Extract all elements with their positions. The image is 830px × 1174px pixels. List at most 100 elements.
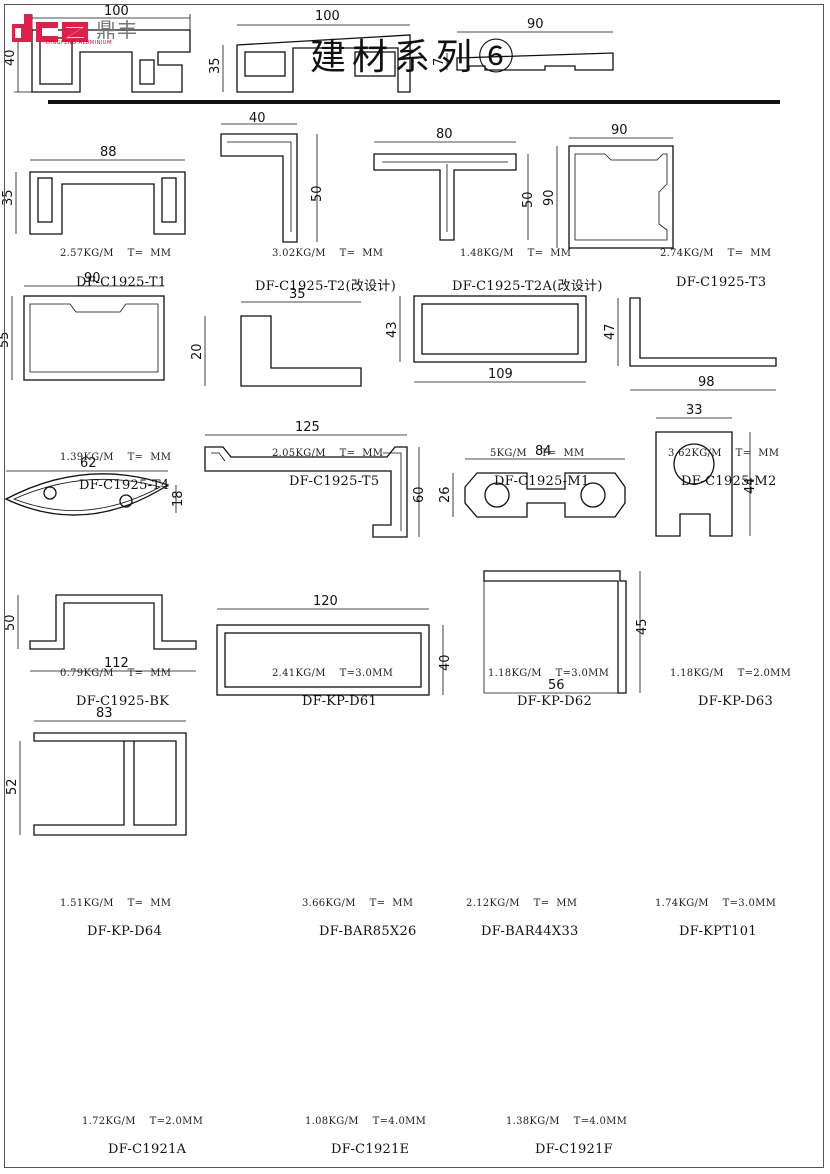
profile-code: DF-KP-D63 xyxy=(698,694,774,709)
dim-m1-height: 90 xyxy=(542,189,557,206)
profile-code: DF-KP-D62 xyxy=(517,694,593,709)
profile-spec: 0.79KG/M T= MM xyxy=(60,668,171,679)
profile-code: DF-C1925-M2 xyxy=(681,474,777,489)
dim-m2-width: 90 xyxy=(84,271,101,286)
profile-spec: 1.51KG/M T= MM xyxy=(60,898,171,909)
profile-thickness: T=3.0MM xyxy=(555,668,610,679)
profile-spec: 2.12KG/M T= MM xyxy=(466,898,577,909)
dim-kpt101-height: 50 xyxy=(3,614,18,631)
profile-thickness: T=2.0MM xyxy=(737,668,792,679)
profile-code: DF-KPT101 xyxy=(679,924,757,939)
profile-spec: 2.05KG/M T= MM xyxy=(272,448,383,459)
profile-spec: 5KG/M T= MM xyxy=(490,448,585,459)
profile-weight: 2.74KG/M xyxy=(660,248,714,259)
profile-code: DF-C1925-T2(改设计) xyxy=(255,279,397,294)
profile-spec: 3.62KG/M T= MM xyxy=(668,448,779,459)
profile-spec: 3.66KG/M T= MM xyxy=(302,898,413,909)
dim-t3-width: 88 xyxy=(100,145,117,160)
dim-d61-height: 43 xyxy=(385,321,400,338)
profile-thickness: T= MM xyxy=(339,448,384,459)
profile-weight: 3.02KG/M xyxy=(272,248,326,259)
dim-t2-width: 100 xyxy=(315,9,340,24)
dim-d63-height: 18 xyxy=(171,490,186,507)
profile-thickness: T= MM xyxy=(127,668,172,679)
profile-code: DF-C1925-T4 xyxy=(79,478,170,493)
profile-code: DF-C1921A xyxy=(108,1142,187,1157)
dim-bk-width: 35 xyxy=(289,287,306,302)
profile-weight: 3.66KG/M xyxy=(302,898,356,909)
profile-spec: 1.74KG/M T=3.0MM xyxy=(655,898,776,909)
dim-bk-height: 20 xyxy=(190,343,205,360)
profile-weight: 5KG/M xyxy=(490,448,527,459)
dim-t2-height: 35 xyxy=(208,57,223,74)
profile-drawing-t4: 40 50 xyxy=(220,111,325,243)
profile-drawing-d64: 125 60 xyxy=(204,420,427,538)
profile-thickness: T= MM xyxy=(127,248,172,259)
profile-thickness: T= MM xyxy=(735,448,780,459)
profile-weight: 1.74KG/M xyxy=(655,898,709,909)
profile-spec: 1.08KG/M T=4.0MM xyxy=(305,1116,426,1127)
profile-weight: 2.12KG/M xyxy=(466,898,520,909)
dim-bar44-width: 33 xyxy=(686,403,703,418)
page-title: 建材系列⑥ xyxy=(309,37,520,78)
profile-weight: 2.41KG/M xyxy=(272,668,326,679)
profile-thickness: T= MM xyxy=(369,898,414,909)
profile-spec: 2.57KG/M T= MM xyxy=(60,248,171,259)
dim-d62-height: 47 xyxy=(603,323,618,340)
profile-spec: 1.72KG/M T=2.0MM xyxy=(82,1116,203,1127)
profile-weight: 2.05KG/M xyxy=(272,448,326,459)
profile-code: DF-KP-D61 xyxy=(302,694,378,709)
profile-drawing-c1921a: 120 40 xyxy=(216,594,453,696)
profile-thickness: T=3.0MM xyxy=(722,898,777,909)
dim-t4-width: 40 xyxy=(249,111,266,126)
profile-spec: 1.48KG/M T= MM xyxy=(460,248,571,259)
profile-drawing-c1921e: 45 56 xyxy=(483,570,650,694)
profile-code: DF-C1925-T2A(改设计) xyxy=(452,279,603,294)
profile-thickness: T=2.0MM xyxy=(149,1116,204,1127)
brand-name-cn: 鼎丰 xyxy=(96,18,138,42)
profile-code: DF-C1925-T5 xyxy=(289,474,380,489)
profile-thickness: T=3.0MM xyxy=(339,668,394,679)
dim-t5-height: 50 xyxy=(521,191,536,208)
profile-code: DF-C1921E xyxy=(331,1142,410,1157)
dim-t1-height: 40 xyxy=(3,49,18,66)
profile-drawing-bar44: 33 44 xyxy=(655,403,758,537)
profile-weight: 1.51KG/M xyxy=(60,898,114,909)
dim-c1921a-width: 120 xyxy=(313,594,338,609)
profile-drawing-bk: 35 20 xyxy=(190,287,362,387)
profile-code: DF-C1921F xyxy=(535,1142,614,1157)
profile-code: DF-C1925-T1 xyxy=(76,275,167,290)
dim-m2-height: 55 xyxy=(0,331,12,348)
profile-weight: 2.57KG/M xyxy=(60,248,114,259)
header-rule xyxy=(48,100,780,104)
profile-thickness: T= MM xyxy=(727,248,772,259)
profile-spec: 3.02KG/M T= MM xyxy=(272,248,383,259)
profile-drawing-d61: 43 109 xyxy=(385,295,587,383)
dim-d62-width: 98 xyxy=(698,375,715,390)
profile-drawing-bar85: 84 26 xyxy=(438,444,626,518)
dim-c1921e-width: 56 xyxy=(548,678,565,693)
profile-weight: 1.72KG/M xyxy=(82,1116,136,1127)
dim-kpt101-width: 112 xyxy=(104,656,129,671)
profile-drawing-kpt101: 50 112 xyxy=(3,594,197,672)
dim-c1921a-height: 40 xyxy=(438,654,453,671)
profile-code: DF-BAR85X26 xyxy=(319,924,417,939)
profile-drawing-t2: 100 35 xyxy=(208,9,411,93)
profile-spec: 1.18KG/M T=3.0MM xyxy=(488,668,609,679)
dim-m1-width: 90 xyxy=(611,123,628,138)
dingfeng-logo xyxy=(12,14,88,42)
profile-spec: 2.74KG/M T= MM xyxy=(660,248,771,259)
dim-c1921f-height: 52 xyxy=(5,778,20,795)
profile-thickness: T= MM xyxy=(527,248,572,259)
brand-name-en: DINGFENG ALUMINIUM xyxy=(46,40,112,46)
dim-t1-width: 100 xyxy=(104,4,129,19)
profile-thickness: T=4.0MM xyxy=(372,1116,427,1127)
profile-spec: 1.38KG/M T=4.0MM xyxy=(506,1116,627,1127)
profile-weight: 1.48KG/M xyxy=(460,248,514,259)
profile-drawing-d63: 62 18 xyxy=(4,456,186,516)
profile-code: DF-C1925-BK xyxy=(76,694,170,709)
profile-weight: 1.18KG/M xyxy=(670,668,724,679)
dim-c1921f-width: 83 xyxy=(96,706,113,721)
profile-drawing-c1921f: 83 52 xyxy=(5,706,187,836)
dim-t2a-width: 90 xyxy=(527,17,544,32)
